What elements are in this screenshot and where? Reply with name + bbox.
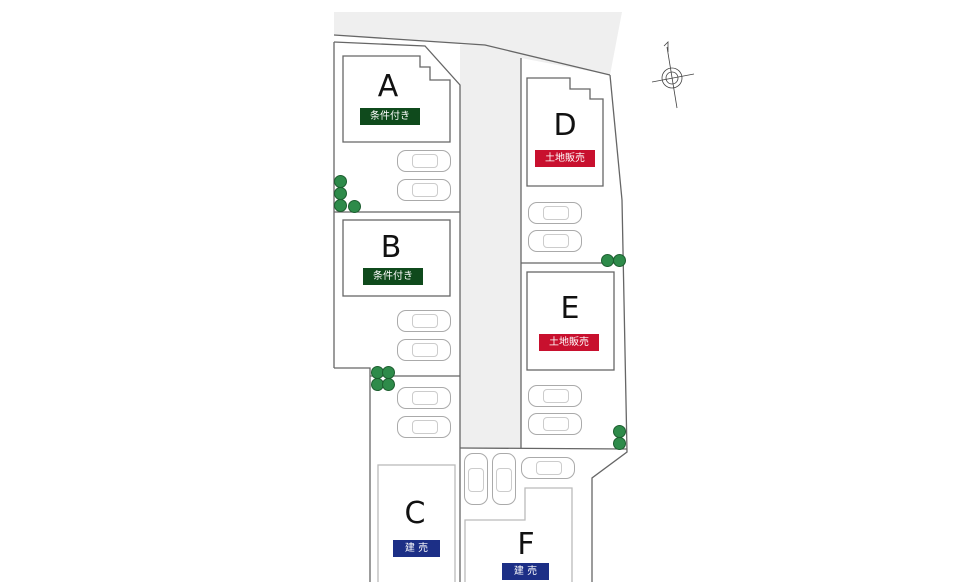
parking-car bbox=[397, 339, 451, 361]
parking-car bbox=[528, 202, 582, 224]
parking-car bbox=[521, 457, 575, 479]
parking-car bbox=[397, 179, 451, 201]
lot-f-status-badge: 建 売 bbox=[502, 563, 549, 580]
tree-icon bbox=[382, 378, 395, 391]
tree-icon bbox=[613, 254, 626, 267]
lot-d-status-badge: 土地販売 bbox=[535, 150, 595, 167]
east-boundary bbox=[591, 74, 628, 582]
lot-c-letter: C bbox=[404, 496, 426, 531]
compass bbox=[651, 41, 695, 109]
lot-a-status-badge: 条件付き bbox=[360, 108, 420, 125]
tree-icon bbox=[613, 437, 626, 450]
building-d bbox=[526, 77, 604, 187]
road-center bbox=[460, 45, 521, 448]
building-a bbox=[342, 55, 451, 143]
building-b bbox=[342, 219, 451, 297]
lot-e-status-badge: 土地販売 bbox=[539, 334, 599, 351]
lot-a-boundary bbox=[333, 41, 461, 448]
lot-e-letter: E bbox=[560, 291, 580, 326]
lot-f-letter: F bbox=[517, 527, 535, 562]
parking-car bbox=[397, 387, 451, 409]
building-e bbox=[526, 271, 615, 371]
south-road-line bbox=[459, 447, 628, 450]
tree-icon bbox=[334, 199, 347, 212]
road-top bbox=[334, 12, 622, 75]
parking-car bbox=[528, 385, 582, 407]
boundary-north bbox=[333, 34, 611, 76]
parking-car bbox=[492, 453, 516, 505]
building-c bbox=[377, 464, 456, 582]
lot-c-status-badge: 建 売 bbox=[393, 540, 440, 557]
tree-icon bbox=[348, 200, 361, 213]
parking-car bbox=[397, 150, 451, 172]
parking-car bbox=[528, 230, 582, 252]
lot-b-status-badge: 条件付き bbox=[363, 268, 423, 285]
lot-c-west-boundary bbox=[334, 367, 371, 582]
parking-car bbox=[528, 413, 582, 435]
parking-car bbox=[397, 416, 451, 438]
parking-car bbox=[397, 310, 451, 332]
parking-car bbox=[464, 453, 488, 505]
lot-d-letter: D bbox=[553, 108, 577, 143]
lot-b-letter: B bbox=[380, 230, 402, 265]
building-f bbox=[464, 487, 573, 582]
lot-a-letter: A bbox=[377, 69, 399, 104]
